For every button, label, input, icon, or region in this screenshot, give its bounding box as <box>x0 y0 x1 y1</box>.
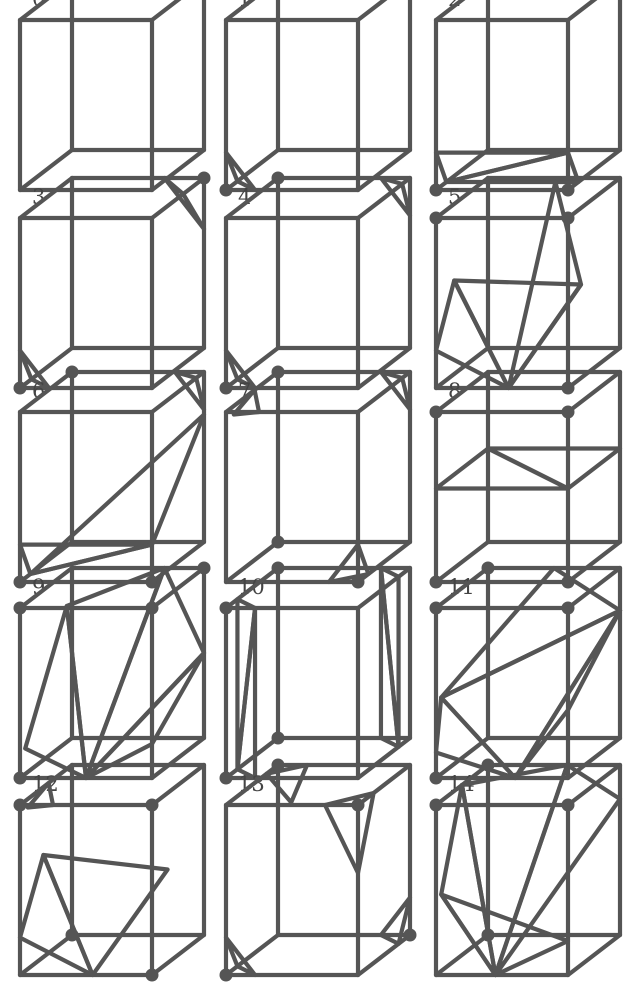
isosurface-triangle <box>86 653 204 778</box>
marked-vertex-dot <box>430 184 443 197</box>
cube-case-14: 14 <box>430 759 621 976</box>
marked-vertex-dot <box>220 382 233 395</box>
cube-case-13: 13 <box>220 759 417 982</box>
marked-vertex-dot <box>14 772 27 785</box>
marked-vertex-dot <box>562 406 575 419</box>
marked-vertex-dot <box>404 929 417 942</box>
marked-vertex-dot <box>482 759 495 772</box>
cube-edge <box>20 372 72 412</box>
marked-vertex-dot <box>562 799 575 812</box>
cube-case-12: 12 <box>14 765 205 982</box>
marked-vertex-dot <box>562 382 575 395</box>
marked-vertex-dot <box>430 602 443 615</box>
marked-vertex-dot <box>146 602 159 615</box>
cube-case-11: 11 <box>430 562 621 785</box>
marked-vertex-dot <box>272 732 285 745</box>
cube-edge <box>568 372 620 412</box>
marked-vertex-dot <box>66 366 79 379</box>
marked-vertex-dot <box>146 799 159 812</box>
cube-edge <box>436 0 488 20</box>
marked-vertex-dot <box>482 562 495 575</box>
marked-vertex-dot <box>14 576 27 589</box>
marked-vertex-dot <box>14 382 27 395</box>
marked-vertex-dot <box>430 576 443 589</box>
marked-vertex-dot <box>272 759 285 772</box>
marked-vertex-dot <box>220 969 233 982</box>
cube-case-8: 8 <box>430 372 621 589</box>
cube-case-3: 3 <box>14 172 211 395</box>
cube-edge <box>358 0 410 20</box>
marked-vertex-dot <box>430 406 443 419</box>
cube-case-1: 1 <box>220 0 411 197</box>
marked-vertex-dot <box>562 212 575 225</box>
cube-edge <box>568 0 620 20</box>
marked-vertex-dot <box>66 929 79 942</box>
marked-vertex-dot <box>430 772 443 785</box>
cube-case-6: 6 <box>14 366 205 589</box>
cube-edge <box>152 0 204 20</box>
marked-vertex-dot <box>272 536 285 549</box>
marked-vertex-dot <box>562 184 575 197</box>
isosurface-triangle <box>30 415 204 575</box>
marked-vertex-dot <box>220 184 233 197</box>
cube-edge <box>436 372 488 412</box>
marked-vertex-dot <box>146 969 159 982</box>
marked-vertex-dot <box>272 366 285 379</box>
marked-vertex-dot <box>220 602 233 615</box>
cube-case-4: 4 <box>220 172 411 395</box>
marked-vertex-dot <box>272 172 285 185</box>
cube-case-10: 10 <box>220 562 411 785</box>
cube-case-7: 7 <box>226 366 410 589</box>
cube-case-2: 2 <box>430 0 621 197</box>
marked-vertex-dot <box>272 562 285 575</box>
marked-vertex-dot <box>430 212 443 225</box>
isosurface-triangle <box>329 545 368 582</box>
cube-edge <box>152 935 204 975</box>
marked-vertex-dot <box>14 602 27 615</box>
isosurface-triangle <box>381 568 399 747</box>
marked-vertex-dot <box>430 799 443 812</box>
cube-edge <box>358 935 410 975</box>
cube-edge <box>20 0 72 20</box>
isosurface-triangle <box>20 855 93 975</box>
marked-vertex-dot <box>352 799 365 812</box>
marked-vertex-dot <box>198 172 211 185</box>
marked-vertex-dot <box>220 772 233 785</box>
marked-vertex-dot <box>352 576 365 589</box>
cube-case-5: 5 <box>430 178 621 395</box>
marked-vertex-dot <box>482 929 495 942</box>
isosurface-triangle <box>237 599 255 769</box>
cube-edge <box>568 935 620 975</box>
isosurface-triangle <box>267 765 307 802</box>
marked-vertex-dot <box>562 602 575 615</box>
cube-case-9: 9 <box>14 562 211 785</box>
cube-edge <box>226 0 278 20</box>
isosurface-triangle <box>488 449 620 489</box>
cube-edge <box>568 348 620 388</box>
marked-vertex-dot <box>14 799 27 812</box>
isosurface-triangle <box>495 765 620 975</box>
cube-case-0: 0 <box>20 0 204 190</box>
marked-vertex-dot <box>198 562 211 575</box>
